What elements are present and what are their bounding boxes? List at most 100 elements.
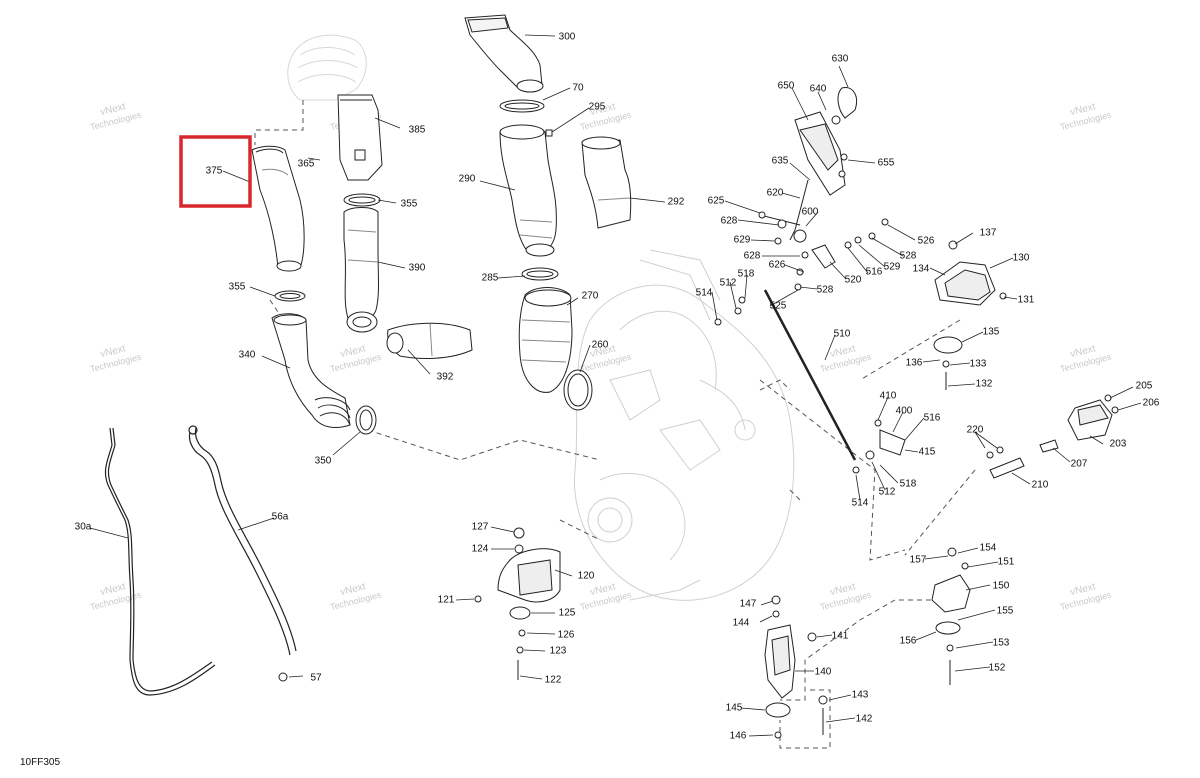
callout-510: 510 [834,329,851,340]
callout-400: 400 [896,406,913,417]
callout-154: 154 [980,543,997,554]
callout-518-upper: 518 [738,269,755,280]
callout-512-upper: 512 [720,278,737,289]
callout-300: 300 [559,32,576,43]
callout-392: 392 [437,372,454,383]
callout-145: 145 [726,703,743,714]
callout-203: 203 [1110,439,1127,450]
callout-70: 70 [572,83,584,94]
callout-leaders [89,34,1142,737]
part-270 [518,287,573,393]
callout-410: 410 [880,391,897,402]
callout-512-lower: 512 [879,487,896,498]
callout-295: 295 [589,102,606,113]
shift-mechanism [714,86,906,474]
callout-144: 144 [733,618,750,629]
callout-141: 141 [832,631,849,642]
part-350 [355,405,377,435]
hose-56a [188,425,297,656]
callout-260: 260 [592,340,609,351]
callout-628-upper: 628 [721,216,738,227]
highlight-box[interactable] [179,135,252,208]
callout-210: 210 [1032,480,1049,491]
callout-30a: 30a [75,522,92,533]
callout-207: 207 [1071,459,1088,470]
mount-120-cluster [474,527,561,680]
part-57 [278,672,288,682]
callout-528-lower: 528 [817,285,834,296]
callout-640: 640 [810,84,827,95]
callout-124: 124 [472,544,489,555]
callout-626: 626 [769,260,786,271]
mount-140-cluster [764,595,828,739]
callout-629: 629 [734,235,751,246]
callout-147: 147 [740,599,757,610]
callout-390: 390 [409,263,426,274]
callout-137: 137 [980,228,997,239]
callout-285: 285 [482,273,499,284]
callout-labels: 375 365 385 355 390 355 340 392 350 300 … [75,32,1160,742]
callout-146: 146 [730,731,747,742]
callout-514-upper: 514 [696,288,713,299]
callout-340: 340 [239,350,256,361]
callout-57: 57 [310,673,322,684]
callout-56a: 56a [272,512,289,523]
mount-203-cluster [986,394,1119,479]
callout-135: 135 [983,327,1000,338]
callout-206: 206 [1143,398,1160,409]
callout-620: 620 [767,188,784,199]
callout-121: 121 [438,595,455,606]
callout-143: 143 [852,690,869,701]
part-285 [521,267,559,281]
callout-152: 152 [989,663,1006,674]
callout-415: 415 [919,447,936,458]
callout-350: 350 [315,456,332,467]
callout-375[interactable]: 375 [206,166,223,177]
callout-628-lower: 628 [744,251,761,262]
callout-355-lower: 355 [229,282,246,293]
callout-518-lower: 518 [900,479,917,490]
engine-outline [573,249,795,601]
callout-520: 520 [845,275,862,286]
callout-155: 155 [997,606,1014,617]
callout-134: 134 [913,264,930,275]
callout-140: 140 [815,667,832,678]
callout-655: 655 [878,158,895,169]
callout-514-lower: 514 [852,498,869,509]
callout-630: 630 [832,54,849,65]
callout-136: 136 [906,358,923,369]
callout-292: 292 [668,197,685,208]
callout-133: 133 [970,359,987,370]
callout-529: 529 [884,262,901,273]
callout-600: 600 [802,207,819,218]
intake-ghost [287,34,367,101]
hose-30a [104,427,216,696]
callout-156: 156 [900,636,917,647]
callout-528-upper: 528 [900,251,917,262]
part-260 [563,369,593,411]
callout-131: 131 [1018,295,1035,306]
callout-625: 625 [708,196,725,207]
callout-220: 220 [967,425,984,436]
callout-516-lower: 516 [924,413,941,424]
callout-157: 157 [910,555,927,566]
callout-355-top: 355 [401,199,418,210]
callout-270: 270 [582,291,599,302]
callout-132: 132 [976,379,993,390]
part-292 [581,136,632,229]
callout-516-upper: 516 [866,267,883,278]
callout-635: 635 [772,156,789,167]
callout-151: 151 [998,557,1015,568]
mount-150-cluster [931,547,971,685]
callout-525: 525 [770,301,787,312]
callout-120: 120 [578,571,595,582]
part-390 [343,207,379,333]
